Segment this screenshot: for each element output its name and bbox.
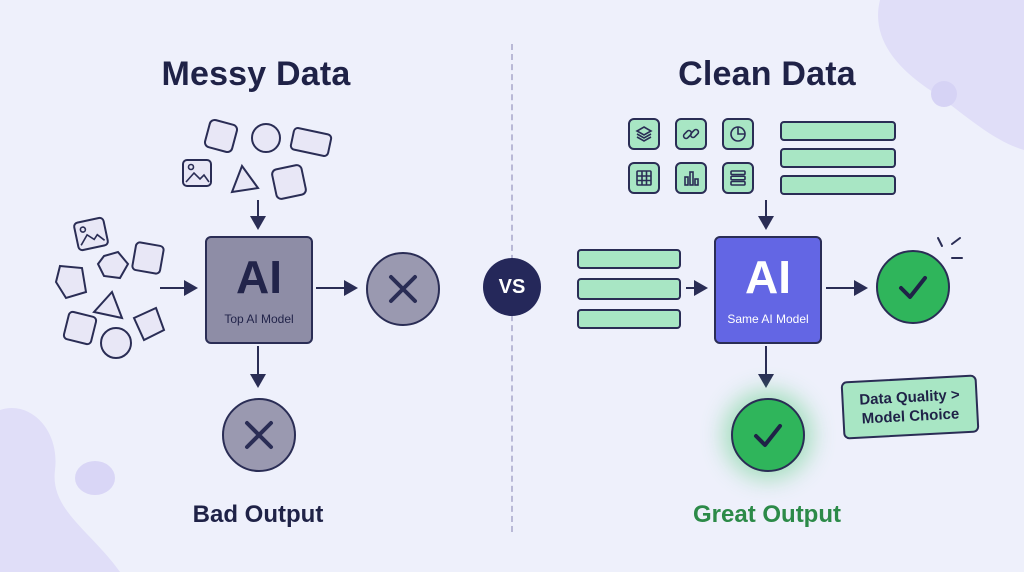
messy-quad-shape (132, 306, 166, 342)
clean-data-bar (577, 309, 681, 329)
bad-output-label: Bad Output (192, 501, 324, 528)
clean-data-title: Clean Data (678, 55, 856, 93)
messy-square-shape (271, 164, 307, 200)
same-ai-model-box: AI Same AI Model (714, 236, 822, 344)
messy-triangle-shape (92, 290, 124, 320)
same-ai-model-label: Same AI Model (727, 312, 809, 326)
messy-pentagon-shape (54, 264, 88, 300)
messy-square-shape (62, 310, 98, 346)
sparkle-icon (937, 237, 963, 259)
table-icon (628, 162, 660, 194)
messy-data-title: Messy Data (161, 55, 351, 93)
callout-line-2: Model Choice (861, 405, 960, 428)
vs-badge: VS (483, 258, 541, 316)
messy-image-shape (182, 159, 212, 187)
clean-data-bar (780, 175, 896, 195)
clean-data-bar (577, 249, 681, 269)
clean-data-bar (780, 121, 896, 141)
link-icon (675, 118, 707, 150)
bar-chart-icon (675, 162, 707, 194)
bad-output-x-icon (222, 398, 296, 472)
messy-square-shape (131, 241, 165, 275)
messy-square-shape (203, 118, 239, 154)
data-quality-callout: Data Quality > Model Choice (840, 374, 980, 440)
top-ai-model-box: AI Top AI Model (205, 236, 313, 344)
clean-data-bar (780, 148, 896, 168)
messy-image-shape (73, 216, 109, 252)
ai-label: AI (745, 251, 791, 303)
messy-triangle-shape (230, 163, 260, 194)
messy-hexagon-shape (96, 250, 130, 280)
clean-data-bar (577, 278, 681, 300)
pie-chart-icon (722, 118, 754, 150)
good-result-check-icon (876, 250, 950, 324)
bad-result-x-icon (366, 252, 440, 326)
messy-rectangle-shape (289, 127, 333, 157)
layers-icon (628, 118, 660, 150)
messy-circle-shape (100, 327, 132, 359)
ai-label: AI (236, 251, 282, 303)
great-output-check-icon (731, 398, 805, 472)
messy-circle-shape (251, 123, 281, 153)
top-ai-model-label: Top AI Model (224, 312, 294, 326)
list-icon (722, 162, 754, 194)
great-output-label: Great Output (693, 501, 841, 528)
